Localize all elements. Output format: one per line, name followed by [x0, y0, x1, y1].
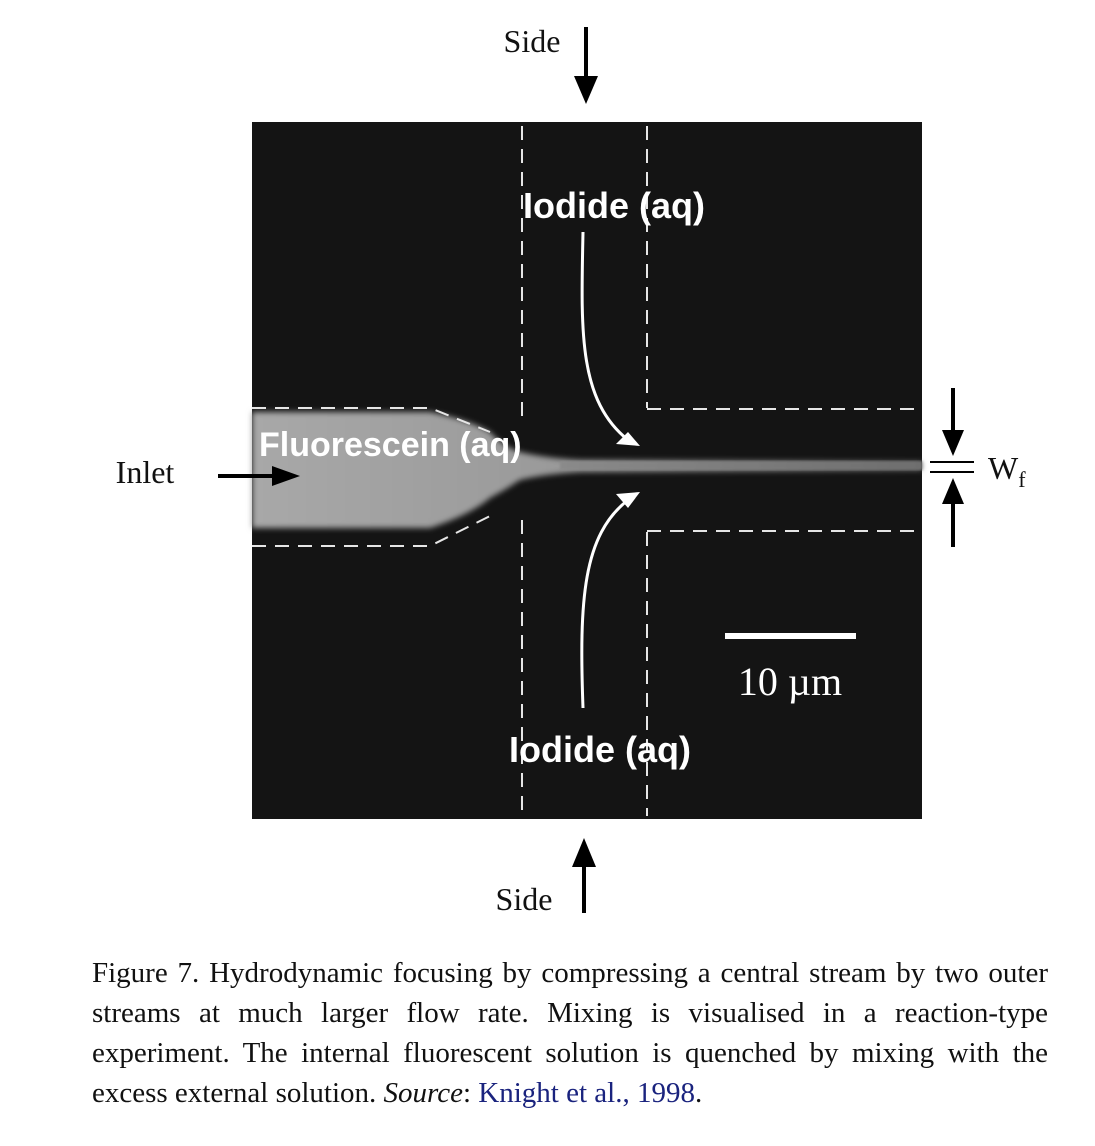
microfluidic-figure: 10 µm Iodide (aq) Iodide (aq) Fluorescei…: [116, 23, 1027, 917]
wf-indicator: [930, 388, 974, 547]
iodide-bottom-label: Iodide (aq): [509, 729, 691, 770]
caption-figure-number: Figure 7.: [92, 957, 200, 989]
inlet-arrowhead: [272, 466, 300, 486]
caption-source-separator: :: [462, 1077, 479, 1109]
wf-label: Wf: [988, 450, 1026, 492]
channel-walls: [252, 126, 922, 816]
caption-source-link[interactable]: Knight et al., 1998: [478, 1077, 695, 1109]
caption-source-label: Source: [383, 1077, 463, 1109]
caption-text: Hydrodynamic focusing by compressing a c…: [92, 957, 1048, 1109]
scale-bar: [725, 633, 856, 639]
bottom-flow-arrowhead: [616, 492, 640, 508]
side-bottom-arrowhead: [572, 838, 596, 867]
scale-bar-label: 10 µm: [738, 659, 842, 704]
iodide-flow-arrows: [580, 231, 629, 709]
side-top-arrowhead: [574, 76, 598, 104]
focused-jet: [560, 461, 922, 470]
caption-end: .: [694, 1077, 703, 1109]
figure-caption: Figure 7. Hydrodynamic focusing by compr…: [92, 953, 1048, 1113]
fluorescein-label: Fluorescein (aq): [259, 426, 522, 464]
side-bottom-label: Side: [496, 881, 553, 917]
top-flow-arrowhead: [616, 432, 640, 446]
inlet-label: Inlet: [116, 454, 175, 490]
side-top-label: Side: [504, 23, 561, 59]
iodide-top-label: Iodide (aq): [523, 185, 705, 226]
